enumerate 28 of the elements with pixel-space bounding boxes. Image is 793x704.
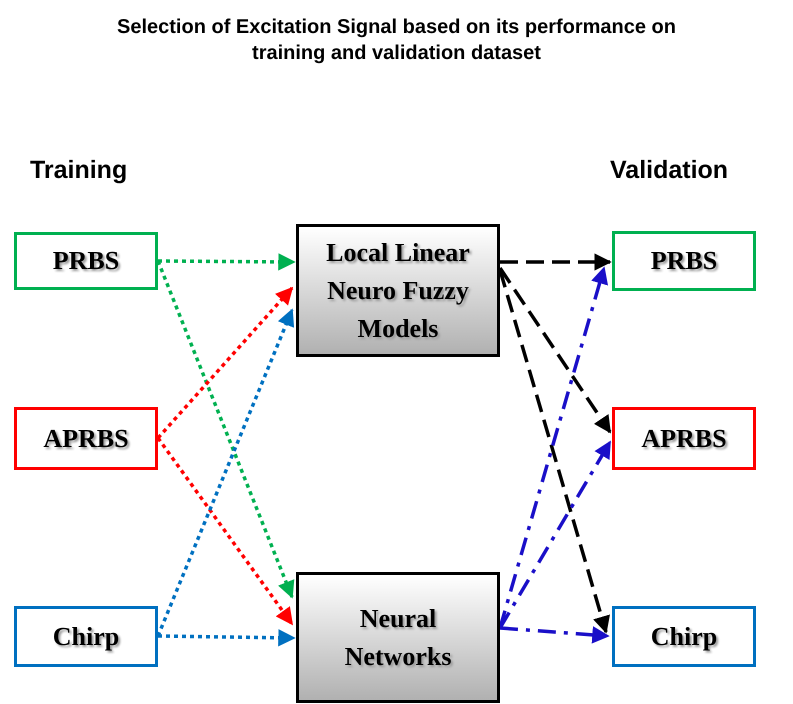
node-label: Local Linear Neuro Fuzzy Models	[325, 236, 471, 344]
arrow	[500, 253, 612, 271]
model-box	[296, 224, 500, 357]
signal-box	[14, 232, 158, 290]
column-heading: Validation	[610, 156, 728, 185]
signal-box	[14, 606, 158, 667]
node-label: PRBS	[52, 245, 120, 277]
arrow	[498, 267, 612, 434]
arrow	[158, 629, 296, 647]
arrow	[156, 260, 294, 599]
arrow	[156, 286, 294, 440]
signal-box	[612, 231, 756, 291]
signal-box	[612, 407, 756, 470]
node-label: Chirp	[52, 620, 120, 652]
arrow	[156, 308, 294, 637]
node-label: APRBS	[641, 422, 727, 454]
node-label: Chirp	[650, 620, 718, 652]
node-label: Neural Networks	[344, 602, 452, 672]
diagram-title: Selection of Excitation Signal based on its performance on training and validation dataset	[116, 15, 676, 66]
node-label: APRBS	[43, 422, 129, 454]
signal-box	[14, 407, 158, 470]
arrow	[158, 253, 296, 271]
column-heading: Training	[30, 156, 128, 185]
model-box	[296, 572, 500, 703]
signal-box	[612, 606, 756, 667]
node-label: PRBS	[650, 245, 718, 277]
arrow	[500, 626, 610, 644]
arrow	[156, 436, 294, 626]
